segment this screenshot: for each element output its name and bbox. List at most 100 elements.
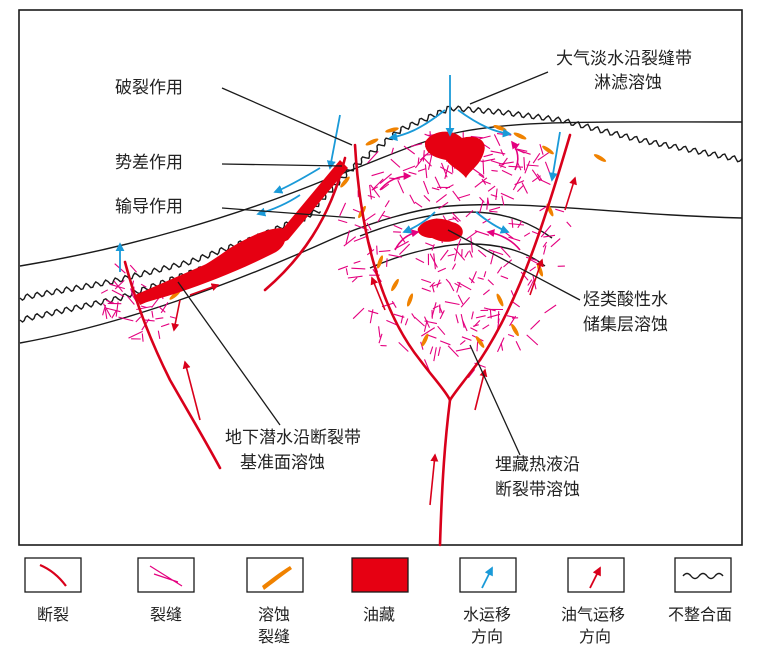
fracture-mark [376,245,378,255]
fracture-mark [527,279,533,286]
fracture-mark [520,271,529,281]
fracture-mark [517,162,522,171]
fracture-mark [514,180,525,186]
fracture-mark [339,202,347,217]
fracture-mark [158,305,166,313]
fracture-mark [488,249,504,256]
fracture-mark [500,149,505,156]
fracture-mark [493,134,501,146]
fracture-mark [455,314,459,324]
fracture-mark [517,185,524,192]
fracture-mark [453,246,459,262]
legend-label-fault: 断裂 [37,605,69,624]
fracture-mark [368,310,379,315]
fracture-mark [151,296,160,308]
label-top-right-line2: 淋滤溶蚀 [594,73,662,93]
fracture-mark [482,180,491,185]
legend-item-oil: 油气运移 方向 [561,557,625,646]
flow-arrow-2 [486,229,521,251]
left-fault [123,260,222,470]
legend-label-reservoir: 油藏 [363,605,395,624]
fracture-mark [461,336,472,341]
legend-label-oil-2: 方向 [579,627,611,646]
leader-transport [221,207,356,219]
fracture-mark [409,194,416,205]
fracture-mark [417,168,427,172]
oil-arrow-2 [429,453,439,506]
fracture-mark [408,171,417,175]
water-arrow-9 [402,211,436,234]
fracture-mark [417,157,420,165]
label-hydro-line2: 断裂带溶蚀 [495,480,580,500]
fracture-mark [422,180,430,195]
fracture-mark [503,259,513,268]
water-arrow-6 [256,194,301,217]
fracture-mark [141,333,144,342]
legend-label-fracture: 裂缝 [150,605,182,624]
fracture-mark [472,168,485,177]
inner-arch-line-2 [369,243,546,269]
fracture-mark [526,334,539,346]
fracture-mark [432,305,439,310]
fracture-mark [497,311,500,324]
fracture-mark [393,313,405,318]
legend-item-fault: 断裂 [24,557,82,624]
leader-lines [177,71,581,456]
fracture-mark [537,151,550,161]
fracture-mark [457,193,471,199]
fracture-mark [465,209,474,218]
fracture-mark [109,283,125,290]
legend-item-water: 水运移 方向 [459,557,517,646]
flow-arrow-3 [379,172,412,191]
dissolution-mark [511,323,519,337]
fracture-mark [423,195,431,202]
fracture-mark [449,282,455,292]
fracture-mark [452,190,461,202]
oil-arrow-5 [564,176,577,211]
fracture-mark [479,196,485,203]
fracture-mark [169,316,177,319]
fracture-mark [421,327,435,337]
fracture-mark [511,301,521,308]
fracture-mark [487,279,494,286]
fracture-mark [111,310,117,319]
fracture-mark [345,230,351,244]
label-acid-line2: 储集层溶蚀 [583,315,668,335]
fracture-mark [377,210,386,223]
dissolution-mark [513,132,527,140]
fracture-mark [444,301,460,306]
fracture-mark [445,184,454,190]
fracture-mark [487,185,496,192]
fracture-mark [367,151,379,164]
faults [123,133,572,547]
fracture-mark [438,305,443,314]
fracture-mark [543,245,547,255]
fracture-mark [537,178,551,185]
fracture-mark [439,249,449,261]
fracture-mark [370,184,381,198]
fracture-mark [106,299,115,304]
fracture-mark [431,187,440,191]
fracture-mark [447,253,455,257]
fracture-mark [160,302,169,314]
fracture-mark [482,324,490,330]
oil-arrow-8 [171,299,181,332]
dissolution-mark [496,293,504,307]
legend-box-fracture [137,557,195,593]
fracture-mark [437,325,446,336]
fracture-mark [444,165,449,180]
central-fault-trunk [438,398,452,547]
fracture-mark [424,164,428,179]
fracture-mark [490,194,498,198]
fracture-mark [495,188,498,201]
central-fault-left-branch [353,143,452,402]
fracture-mark [135,316,142,323]
fracture-mark [369,184,372,200]
fracture-mark [531,230,539,235]
fracture-mark [544,161,551,175]
label-ground-line2: 基准面溶蚀 [240,453,325,473]
fracture-mark [398,342,409,352]
fracture-mark [402,165,416,172]
fracture-mark [351,267,366,270]
fracture-mark [451,212,461,222]
